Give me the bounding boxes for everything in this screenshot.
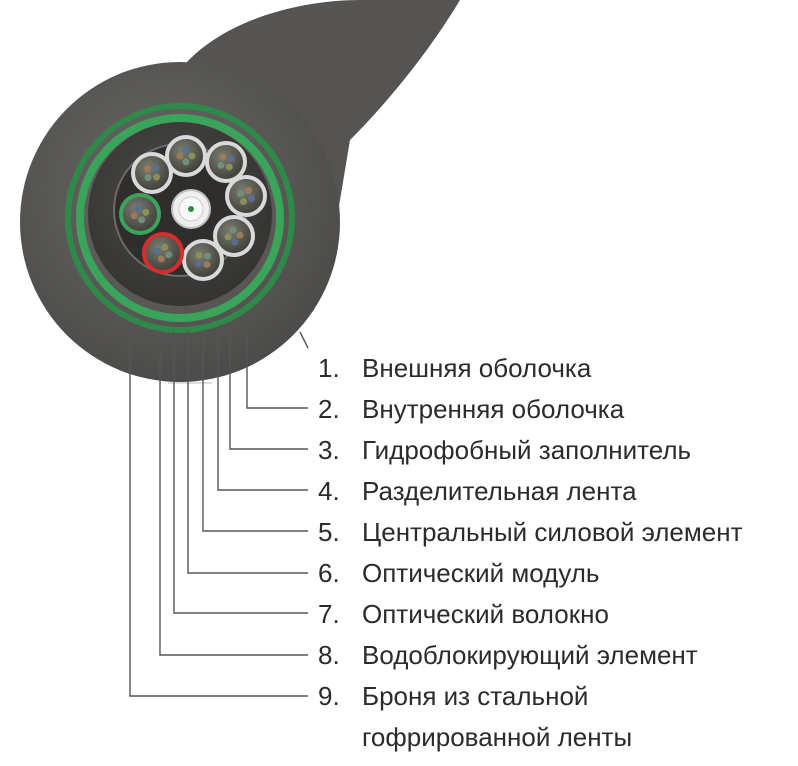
legend-number: 1. [318, 353, 340, 383]
optical-fiber [240, 197, 248, 205]
legend-number: 2. [318, 394, 340, 424]
optical-fiber [134, 204, 142, 212]
optical-fiber [247, 194, 255, 202]
optical-module [131, 152, 173, 194]
optical-fiber [195, 251, 203, 259]
optical-modules-group [119, 135, 267, 281]
optical-fiber [143, 165, 151, 173]
optical-fiber [165, 251, 173, 259]
optical-fiber [153, 173, 161, 181]
optical-fiber [229, 226, 237, 234]
legend-item-8: 8. Водоблокирующий элемент [318, 635, 788, 676]
green-ring-outer [65, 103, 295, 333]
legend-item-3: 3. Гидрофобный заполнитель [318, 430, 788, 471]
optical-module [213, 215, 255, 257]
legend-number: 4. [318, 476, 340, 506]
leader-line-4 [217, 330, 308, 491]
optical-fiber [182, 146, 190, 154]
optical-module [182, 239, 224, 281]
optical-module [119, 193, 161, 235]
optical-fiber [219, 153, 227, 161]
optical-fiber [138, 216, 146, 224]
optical-fiber [217, 161, 225, 169]
optical-fiber [236, 231, 244, 239]
optical-module [225, 175, 267, 217]
optical-fiber [182, 158, 190, 166]
legend-item-6: 6. Оптический модуль [318, 553, 788, 594]
optical-module [205, 141, 247, 183]
legend-label: Внутренняя оболочка [362, 394, 625, 424]
leader-line-7 [173, 330, 308, 614]
leader-line-9 [129, 330, 308, 697]
leader-line-5 [202, 330, 308, 532]
optical-fiber [152, 164, 160, 172]
legend-label: Оптический волокно [362, 599, 609, 629]
legend-item-9: 9. Броня из стальной гофрированной ленты [318, 676, 788, 758]
leader-line-1 [299, 331, 309, 349]
optical-module [142, 232, 184, 274]
legend-number: 3. [318, 435, 340, 465]
optical-fiber [144, 174, 152, 182]
optical-fiber [142, 208, 150, 216]
optical-fiber [204, 252, 212, 260]
legend-number: 6. [318, 558, 340, 588]
optical-fiber [157, 255, 165, 263]
optical-fiber [224, 233, 232, 241]
legend-label: Оптический модуль [362, 558, 600, 588]
optical-fiber [227, 155, 235, 163]
legend: 1. Внешняя оболочка 2. Внутренняя оболоч… [318, 348, 788, 758]
legend-label: Разделительная лента [362, 476, 637, 506]
legend-label: Гидрофобный заполнитель [362, 435, 692, 465]
legend-item-1: 1. Внешняя оболочка [318, 348, 788, 389]
green-ring-inner [76, 114, 284, 322]
optical-fiber [130, 212, 138, 220]
central-strength-member [171, 189, 211, 229]
legend-item-4: 4. Разделительная лента [318, 471, 788, 512]
legend-label: Центральный силовой элемент [362, 517, 743, 547]
legend-number: 8. [318, 640, 340, 670]
optical-fiber [188, 152, 196, 160]
legend-item-7: 7. Оптический волокно [318, 594, 788, 635]
legend-number: 9. [318, 681, 340, 711]
leader-line-2 [246, 332, 308, 409]
optical-fiber [194, 260, 202, 268]
legend-number: 7. [318, 599, 340, 629]
legend-item-5: 5. Центральный силовой элемент [318, 512, 788, 553]
optical-fiber [231, 238, 239, 246]
optical-module [165, 135, 207, 177]
optical-fiber [225, 163, 233, 171]
leader-lines-group [129, 330, 309, 697]
legend-number: 5. [318, 517, 340, 547]
optical-fiber [237, 190, 245, 198]
legend-label: Водоблокирующий элемент [362, 640, 698, 670]
optical-fiber [161, 243, 169, 251]
legend-item-2: 2. Внутренняя оболочка [318, 389, 788, 430]
leader-line-3 [229, 330, 308, 450]
optical-fiber [153, 247, 161, 255]
legend-label: Внешняя оболочка [362, 353, 592, 383]
optical-fiber [203, 261, 211, 269]
optical-fiber [244, 187, 252, 195]
legend-label: Броня из стальной гофрированной ленты [362, 681, 633, 752]
optical-fiber [176, 152, 184, 160]
leader-line-8 [159, 330, 308, 656]
leader-line-6 [187, 330, 308, 574]
